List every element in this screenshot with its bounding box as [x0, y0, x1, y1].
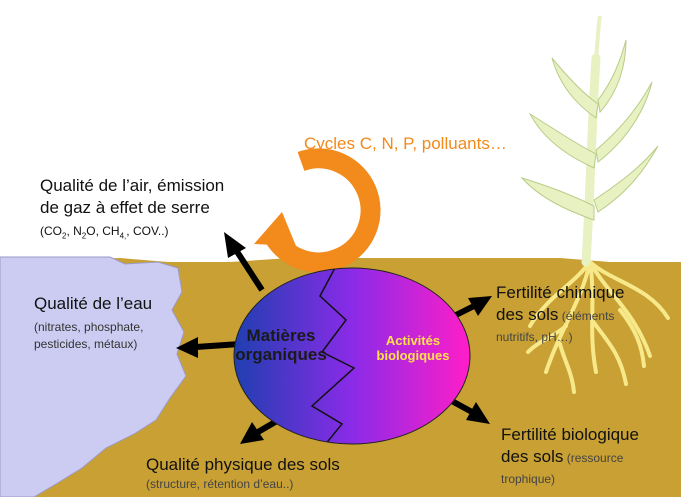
- biological-activity-line1: Activités: [385, 333, 441, 348]
- water-quality-detail-line2: pesticides, métaux): [34, 337, 138, 351]
- paren-open: (: [40, 224, 44, 238]
- biological-fertility-detail: (ressource: [563, 451, 624, 465]
- air-quality-gases: (CO2, N2O, CH4,, COV..): [40, 224, 169, 241]
- separator-2: ,: [95, 224, 103, 238]
- air-quality-title-line1: Qualité de l’air, émission: [40, 176, 225, 195]
- biological-fertility-line1: Fertilité biologique: [501, 425, 639, 444]
- separator-1: ,: [66, 224, 74, 238]
- chemical-fertility-line1: Fertilité chimique: [496, 283, 625, 302]
- zigzag-divider: [310, 268, 356, 444]
- arrow-to-water: [176, 337, 241, 358]
- central-oval: [233, 267, 471, 445]
- physical-quality-detail: (structure, rétention d’eau..): [146, 477, 294, 491]
- cov-text: COV..: [132, 224, 165, 238]
- chemical-fertility-detail: (éléments: [558, 309, 615, 323]
- chemical-fertility-line2: des sols (éléments: [496, 305, 614, 326]
- chemical-fertility-soil: des sols: [496, 305, 559, 324]
- water-quality-detail-line1: (nitrates, phosphate,: [34, 320, 144, 334]
- cycle-arrow-icon: [254, 148, 381, 273]
- ch4-sub: 4,: [119, 231, 127, 241]
- co2-sub: 2: [62, 231, 67, 241]
- arrow-to-air: [224, 232, 265, 292]
- arrow-to-biological: [448, 397, 490, 424]
- separator-3: ,: [126, 224, 133, 238]
- cycle-label: Cycles C, N, P, polluants…: [304, 134, 507, 153]
- arrows: [176, 232, 492, 444]
- co2-base: CO: [44, 224, 62, 238]
- ch4-base: CH: [102, 224, 120, 238]
- organic-matter-label: Matières organiques: [226, 326, 336, 364]
- roots-icon: [526, 260, 670, 394]
- air-quality-title-line2: de gaz à effet de serre: [40, 198, 210, 217]
- biological-fertility-line2: des sols (ressource: [501, 447, 623, 468]
- n2o-base: N: [73, 224, 82, 238]
- organic-matter-line1: Matières: [246, 326, 316, 345]
- biological-fertility-soil: des sols: [501, 447, 564, 466]
- biological-activity-label: Activités biologiques: [360, 333, 466, 363]
- paren-close: ): [164, 224, 169, 238]
- biological-activity-line2: biologiques: [376, 347, 450, 363]
- corn-plant-icon: [520, 15, 659, 267]
- biological-fertility-line3: trophique): [501, 472, 556, 486]
- n2o-sub: 2: [81, 231, 87, 241]
- water-body: [0, 256, 187, 497]
- chemical-fertility-line3: nutritifs, pH…): [496, 330, 573, 344]
- water-quality-title: Qualité de l’eau: [34, 294, 153, 313]
- organic-matter-line2: organiques: [235, 345, 327, 365]
- physical-quality-title: Qualité physique des sols: [146, 455, 340, 474]
- n2o-tail: O: [86, 224, 96, 238]
